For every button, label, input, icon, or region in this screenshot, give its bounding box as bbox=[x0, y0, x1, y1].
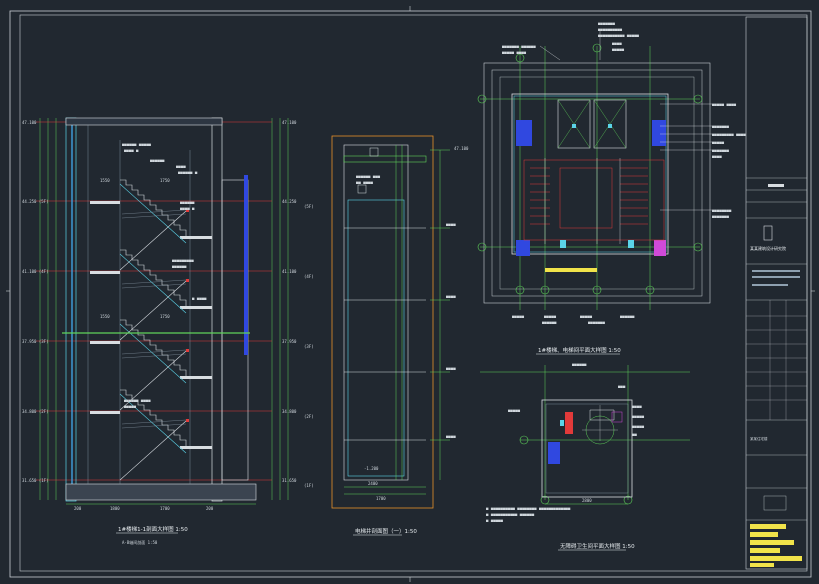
svg-text:■■■■■: ■■■■■ bbox=[508, 408, 521, 413]
svg-text:■■■■■■: ■■■■■■ bbox=[180, 200, 195, 205]
svg-text:1550: 1550 bbox=[100, 314, 110, 319]
svg-text:■■■■■■■: ■■■■■■■ bbox=[712, 214, 729, 219]
floor-label-1f: (1F) bbox=[304, 483, 314, 488]
stair-section-caption: 1#楼梯1-1剖面大样图 1:50 bbox=[118, 525, 188, 533]
accessible-toilet-plan-view: ■■■■■■ ■■■ ■■■■ ■■■■■ ■■■■■ ■■ ■■■■■ ■ ■… bbox=[480, 362, 690, 551]
svg-text:1550: 1550 bbox=[100, 178, 110, 183]
svg-text:■■: ■■ bbox=[632, 432, 637, 437]
svg-text:1750: 1750 bbox=[160, 178, 170, 183]
svg-text:200: 200 bbox=[74, 506, 82, 511]
svg-text:■■■■■ ■■■■: ■■■■■ ■■■■ bbox=[502, 50, 527, 55]
svg-text:31.650 (1F): 31.650 (1F) bbox=[22, 478, 49, 483]
floor-label-4f: (4F) bbox=[304, 274, 314, 279]
svg-text:■■■■■■■: ■■■■■■■ bbox=[588, 320, 605, 325]
svg-text:■■■■■■: ■■■■■■ bbox=[542, 320, 557, 325]
svg-text:■■■■■■ ■■■: ■■■■■■ ■■■ bbox=[356, 174, 381, 179]
svg-text:■■■: ■■■ bbox=[618, 384, 626, 389]
svg-text:■■■■■: ■■■■■ bbox=[124, 404, 137, 409]
floor-label-3f: (3F) bbox=[304, 344, 314, 349]
elev-right-2: 41.100 bbox=[282, 269, 297, 274]
svg-text:■■ ■■■■: ■■ ■■■■ bbox=[356, 180, 373, 185]
svg-text:41.100 (4F): 41.100 (4F) bbox=[22, 269, 49, 274]
elev-right-3: 37.950 bbox=[282, 339, 297, 344]
svg-text:1700: 1700 bbox=[160, 506, 170, 511]
elev-right-0: 47.100 bbox=[282, 120, 297, 125]
svg-text:■■■■■■ ■■■■: ■■■■■■ ■■■■ bbox=[124, 398, 151, 403]
svg-text:■■■■■■■: ■■■■■■■ bbox=[598, 21, 615, 26]
svg-text:1800: 1800 bbox=[110, 506, 120, 511]
elevator-shaft-view: ■■■■■■ ■■■ ■■ ■■■■ 47.100 ■■■■ ■■■■ ■■■■… bbox=[331, 135, 469, 536]
shaft-bottom-mark: -1.200 bbox=[364, 466, 379, 471]
svg-text:■■■■■ ■■■■: ■■■■■ ■■■■ bbox=[712, 102, 737, 107]
stair-section-subcaption: A-B轴间剖面 1:50 bbox=[122, 539, 158, 545]
svg-text:■ ■■■■■■■■■■■ ■■■■■■: ■ ■■■■■■■■■■■ ■■■■■■ bbox=[486, 512, 535, 517]
svg-text:■■■■■■: ■■■■■■ bbox=[172, 264, 187, 269]
svg-text:■■■■■: ■■■■■ bbox=[632, 424, 645, 429]
outer-frame bbox=[9, 10, 812, 578]
toilet-caption: 无障碍卫生间平面大样图 1:50 bbox=[560, 542, 635, 550]
svg-text:■■■■■■■■■■: ■■■■■■■■■■ bbox=[598, 27, 623, 32]
svg-text:■■■■■: ■■■■■ bbox=[632, 414, 645, 419]
svg-text:■■■■■: ■■■■■ bbox=[612, 47, 625, 52]
elev-right-1: 44.250 bbox=[282, 199, 297, 204]
svg-text:■■■■■■■■: ■■■■■■■■ bbox=[712, 208, 732, 213]
svg-text:37.950 (3F): 37.950 (3F) bbox=[22, 339, 49, 344]
svg-text:■■■■■: ■■■■■ bbox=[712, 140, 725, 145]
company-name: 某某建筑设计研究院 bbox=[750, 245, 786, 251]
title-block: 某某建筑设计研究院 某某住宅楼 bbox=[745, 16, 808, 570]
svg-text:■■■■■■■■■ ■■■■: ■■■■■■■■■ ■■■■ bbox=[712, 132, 746, 137]
svg-text:■■■■■■ ■: ■■■■■■ ■ bbox=[178, 170, 198, 175]
elev-right-5: 31.650 bbox=[282, 478, 297, 483]
svg-text:■■■■■: ■■■■■ bbox=[512, 314, 525, 319]
floor-label-2f: (2F) bbox=[304, 414, 314, 419]
svg-text:200: 200 bbox=[206, 506, 214, 511]
svg-text:■■■■■: ■■■■■ bbox=[580, 314, 593, 319]
svg-text:■■■■: ■■■■ bbox=[446, 222, 456, 227]
svg-text:44.250 (5F): 44.250 (5F) bbox=[22, 199, 49, 204]
toilet-dim: 2800 bbox=[582, 498, 592, 503]
svg-text:■ ■■■■■: ■ ■■■■■ bbox=[486, 518, 503, 523]
floor-label-5f: (5F) bbox=[304, 204, 314, 209]
svg-text:■■■■: ■■■■ bbox=[446, 434, 456, 439]
elev-left-top: 47.100 bbox=[22, 120, 37, 125]
svg-text:■■■■■■ ■■■■■: ■■■■■■ ■■■■■ bbox=[122, 142, 151, 147]
plan-caption: 1#楼梯、电梯间平面大样图 1:50 bbox=[538, 346, 621, 354]
svg-text:■■■■: ■■■■ bbox=[632, 404, 642, 409]
svg-text:■■■■■■■: ■■■■■■■ bbox=[712, 148, 729, 153]
svg-text:■■■■■■: ■■■■■■ bbox=[620, 314, 635, 319]
svg-text:34.800 (2F): 34.800 (2F) bbox=[22, 409, 49, 414]
svg-text:■■■■: ■■■■ bbox=[176, 164, 186, 169]
svg-text:■■■■ ■: ■■■■ ■ bbox=[180, 206, 195, 211]
svg-text:■■■■■■: ■■■■■■ bbox=[150, 158, 165, 163]
project-name: 某某住宅楼 bbox=[750, 436, 768, 441]
shaft-dim-1: 1700 bbox=[376, 496, 386, 501]
svg-text:■■■■: ■■■■ bbox=[446, 294, 456, 299]
svg-text:■■■■■■■■■■■ ■■■■■: ■■■■■■■■■■■ ■■■■■ bbox=[598, 33, 640, 38]
stair-section-view: ■■■■■■ ■■■■■ ■■■■ ■ ■■■■■■ ■■■■ ■■■■■■ ■… bbox=[22, 117, 314, 545]
svg-text:■■■■: ■■■■ bbox=[712, 154, 722, 159]
shaft-top-mark: 47.100 bbox=[454, 146, 469, 151]
svg-text:■■■■■■■: ■■■■■■■ bbox=[712, 124, 729, 129]
stair-elevator-plan-view: ■■■■■■■ ■■■■■■ ■■■■■ ■■■■ ■■■■■■■ ■■■■■■… bbox=[477, 21, 746, 355]
shaft-dim-0: 2400 bbox=[368, 481, 378, 486]
svg-text:■■■■: ■■■■ bbox=[612, 41, 622, 46]
svg-text:■■■■■■■ ■■■■■■: ■■■■■■■ ■■■■■■ bbox=[502, 44, 536, 49]
svg-text:■■■■: ■■■■ bbox=[446, 366, 456, 371]
svg-text:■■■■■■: ■■■■■■ bbox=[572, 362, 587, 367]
svg-text:■ ■■■■■■■■■■ ■■■■■■■■ ■■■■■■■■: ■ ■■■■■■■■■■ ■■■■■■■■ ■■■■■■■■■■■■■ bbox=[486, 506, 571, 511]
shaft-caption: 电梯井剖面图（一）1:50 bbox=[355, 527, 417, 535]
elev-right-4: 34.800 bbox=[282, 409, 297, 414]
svg-text:■ ■■■■: ■ ■■■■ bbox=[192, 296, 207, 301]
svg-text:■■■■ ■: ■■■■ ■ bbox=[124, 148, 139, 153]
svg-text:■■■■■■■■■: ■■■■■■■■■ bbox=[172, 258, 194, 263]
svg-text:1750: 1750 bbox=[160, 314, 170, 319]
svg-text:■■■■■: ■■■■■ bbox=[544, 314, 557, 319]
